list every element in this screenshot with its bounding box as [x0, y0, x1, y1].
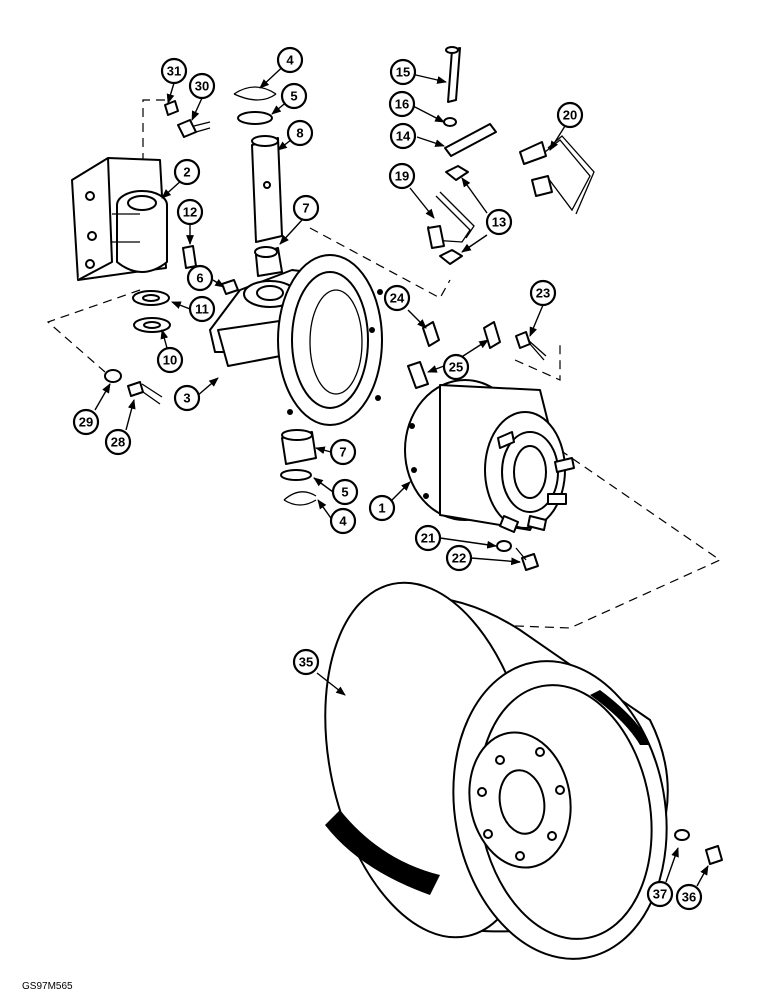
knuckle-housing: [209, 254, 383, 426]
brake-lines-clamps: [427, 46, 595, 265]
svg-text:15: 15: [396, 65, 410, 80]
svg-text:1: 1: [378, 501, 385, 516]
bracket-fasteners: [104, 100, 211, 405]
callout-4-bottom: 4: [329, 507, 357, 535]
callout-15: 15: [389, 58, 417, 86]
svg-text:16: 16: [395, 97, 409, 112]
svg-text:2: 2: [183, 165, 190, 180]
callout-6: 6: [186, 264, 214, 292]
callout-5-top: 5: [280, 82, 308, 110]
callout-10: 10: [156, 346, 184, 374]
svg-text:11: 11: [195, 302, 209, 317]
mounting-bracket: [71, 157, 168, 281]
callout-11: 11: [188, 295, 216, 323]
callout-14: 14: [389, 122, 417, 150]
callout-7-bottom: 7: [329, 438, 357, 466]
callout-5-bottom: 5: [331, 478, 359, 506]
svg-text:4: 4: [339, 514, 347, 529]
svg-text:3: 3: [183, 391, 190, 406]
svg-text:37: 37: [653, 887, 667, 902]
svg-text:8: 8: [296, 126, 303, 141]
svg-text:19: 19: [395, 169, 409, 184]
svg-text:29: 29: [79, 415, 93, 430]
svg-text:20: 20: [563, 108, 577, 123]
callout-22: 22: [445, 544, 473, 572]
svg-text:28: 28: [111, 435, 125, 450]
callout-25: 25: [442, 353, 470, 381]
callout-37: 37: [646, 880, 674, 908]
callout-7-top: 7: [292, 194, 320, 222]
svg-text:31: 31: [167, 64, 181, 79]
callout-3: 3: [173, 384, 201, 412]
svg-text:6: 6: [196, 271, 203, 286]
callout-24: 24: [383, 284, 411, 312]
fittings: [407, 321, 547, 389]
svg-text:21: 21: [421, 531, 435, 546]
svg-text:7: 7: [339, 445, 346, 460]
svg-text:30: 30: [195, 79, 209, 94]
callout-13: 13: [485, 208, 513, 236]
callout-28: 28: [104, 428, 132, 456]
svg-text:7: 7: [302, 201, 309, 216]
wheel-motor-hub: [404, 379, 575, 571]
callout-21: 21: [414, 524, 442, 552]
callout-29: 29: [72, 408, 100, 436]
svg-text:24: 24: [390, 291, 405, 306]
callout-8: 8: [286, 119, 314, 147]
callout-16: 16: [388, 90, 416, 118]
king-pin-parts: [132, 86, 317, 506]
svg-text:14: 14: [396, 129, 411, 144]
svg-text:23: 23: [536, 286, 550, 301]
svg-text:25: 25: [449, 360, 463, 375]
svg-text:5: 5: [341, 485, 348, 500]
callout-19: 19: [388, 162, 416, 190]
svg-text:22: 22: [452, 551, 466, 566]
svg-text:36: 36: [682, 890, 696, 905]
callout-1: 1: [368, 494, 396, 522]
leader-lines: [94, 59, 709, 887]
callout-30: 30: [188, 72, 216, 100]
wheel-rim: [324, 581, 723, 960]
callout-35: 35: [292, 648, 320, 676]
svg-text:4: 4: [286, 53, 294, 68]
callout-2: 2: [173, 158, 201, 186]
svg-text:5: 5: [290, 89, 297, 104]
svg-text:12: 12: [183, 205, 197, 220]
callout-31: 31: [160, 57, 188, 85]
callout-23: 23: [529, 279, 557, 307]
callout-20: 20: [556, 101, 584, 129]
figure-code: GS97M565: [22, 981, 73, 992]
svg-text:10: 10: [163, 353, 177, 368]
svg-text:35: 35: [299, 655, 313, 670]
callout-4-top: 4: [276, 46, 304, 74]
svg-text:13: 13: [492, 215, 506, 230]
callout-36: 36: [675, 883, 703, 911]
callout-12: 12: [176, 198, 204, 226]
